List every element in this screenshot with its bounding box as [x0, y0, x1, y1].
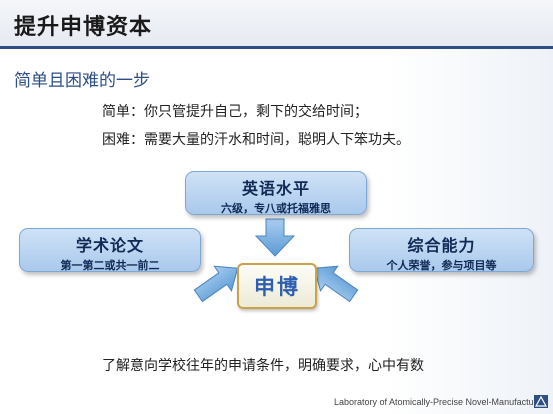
academic-paper-detail: 第一第二或共一前二	[60, 259, 160, 272]
english-level-detail: 六级，专八或托福雅思	[221, 202, 331, 215]
phd-application-box: 申博	[237, 263, 317, 309]
lab-logo-icon	[534, 395, 548, 408]
arrow-left-icon	[313, 265, 359, 303]
text-line-easy: 简单：你只管提升自己，剩下的交给时间；	[102, 104, 368, 120]
title-divider	[0, 46, 553, 49]
overall-ability-title: 综合能力	[407, 236, 476, 255]
footer-lab-name: Laboratory of Atomically-Precise Novel-M…	[334, 397, 549, 407]
overall-ability-detail: 个人荣誉，参与项目等	[386, 259, 497, 272]
arrow-right-icon	[193, 265, 239, 303]
slide-title: 提升申博资本	[14, 15, 153, 40]
arrow-down-icon	[254, 218, 296, 257]
english-level-title: 英语水平	[241, 179, 310, 198]
academic-paper-box: 学术论文 第一第二或共一前二	[19, 228, 201, 272]
text-line-hard: 困难：需要大量的汗水和时间，聪明人下笨功夫。	[102, 132, 410, 148]
title-bar	[0, 0, 553, 46]
overall-ability-box: 综合能力 个人荣誉，参与项目等	[349, 228, 534, 272]
english-level-box: 英语水平 六级，专八或托福雅思	[185, 171, 367, 215]
phd-application-label: 申博	[254, 275, 300, 299]
slide-subtitle: 简单且困难的一步	[14, 71, 150, 91]
summary-text: 了解意向学校往年的申请条件，明确要求，心中有数	[102, 358, 424, 374]
academic-paper-title: 学术论文	[75, 236, 144, 255]
